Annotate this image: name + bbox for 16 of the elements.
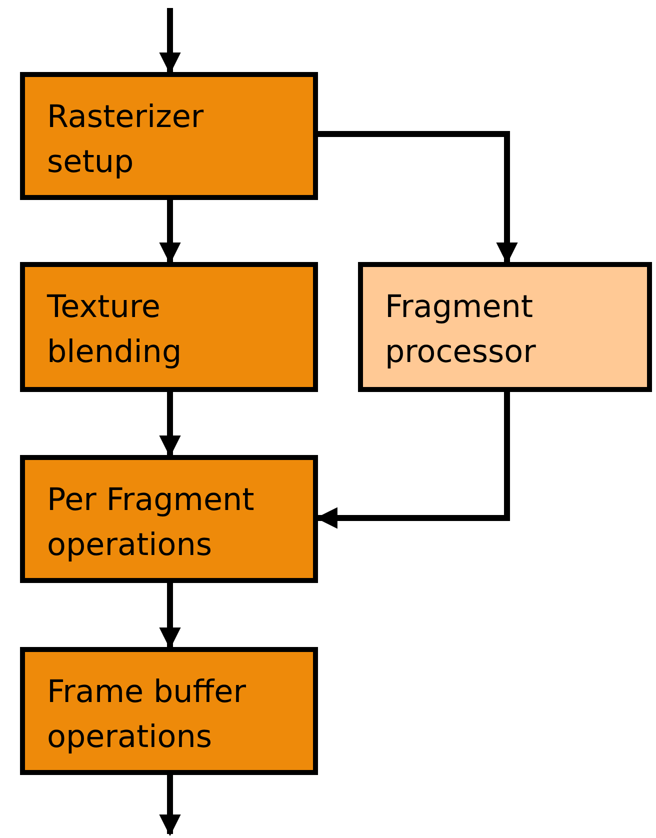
arrow xyxy=(318,131,518,264)
box-label: Rasterizer setup xyxy=(47,98,205,182)
box-label: Texture blending xyxy=(47,288,183,372)
process-box xyxy=(20,262,318,392)
process-box xyxy=(20,455,318,583)
box-label: Fragment processor xyxy=(385,288,537,372)
process-box xyxy=(20,72,318,200)
arrow xyxy=(159,775,181,836)
arrow xyxy=(159,8,181,74)
process-box xyxy=(358,262,652,392)
box-label: Frame buffer operations xyxy=(47,673,247,757)
arrow xyxy=(159,583,181,650)
process-box xyxy=(20,647,318,775)
arrow xyxy=(159,200,181,264)
arrow xyxy=(159,392,181,458)
box-label: Per Fragment operations xyxy=(47,481,256,565)
